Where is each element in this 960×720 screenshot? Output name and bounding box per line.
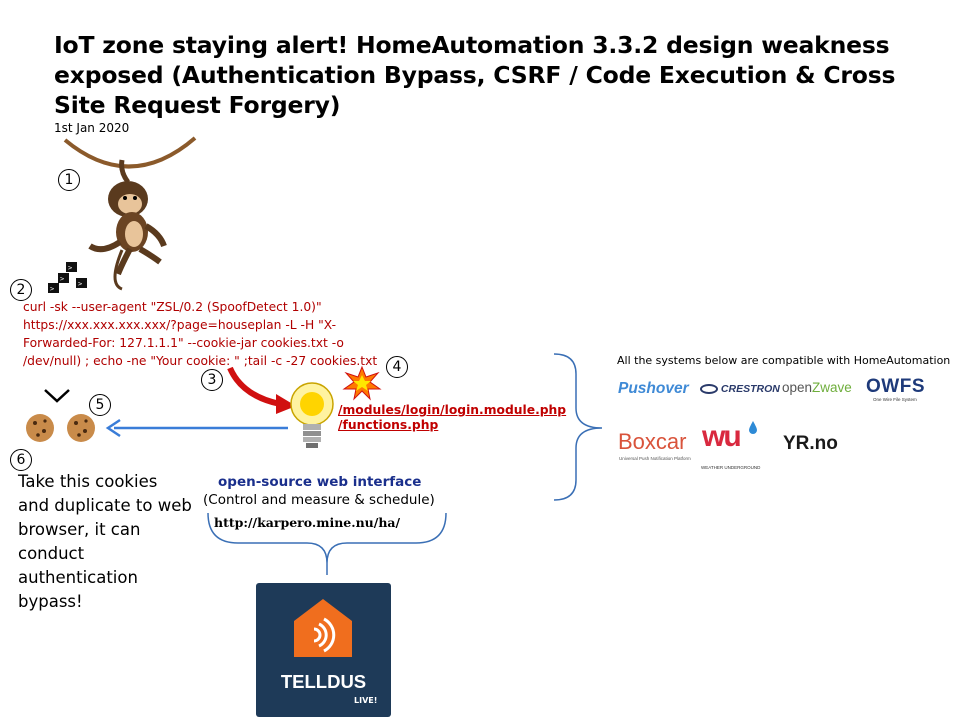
terminal-icons: > > > > <box>48 262 87 293</box>
raindrop-icon <box>749 421 757 434</box>
openzwave-logo: openZwave <box>782 380 852 395</box>
right-bracket <box>553 353 603 501</box>
svg-text:>: > <box>50 285 54 293</box>
telldus-sub: LIVE! <box>354 696 378 705</box>
lightbulb-icon <box>290 382 334 448</box>
crestron-logo-text: CRESTRON <box>720 383 780 395</box>
step-3-badge: 3 <box>201 369 223 391</box>
compatibility-heading: All the systems below are compatible wit… <box>617 354 951 367</box>
telldus-house-icon <box>294 599 352 657</box>
openzwave-open-text: open <box>782 380 813 395</box>
owfs-logo: OWFS <box>866 376 925 397</box>
exploit-paths: /modules/login/login.module.php /functio… <box>338 403 566 433</box>
cookies-icon <box>26 414 95 442</box>
web-interface-label: open-source web interface <box>218 474 422 490</box>
telldus-name: TELLDUS <box>280 671 367 692</box>
web-interface-url: http://karpero.mine.nu/ha/ <box>214 515 401 530</box>
page-title: IoT zone staying alert! HomeAutomation 3… <box>54 31 896 119</box>
blue-arrow-icon <box>105 418 288 438</box>
chevron-down-icon <box>44 389 70 403</box>
openzwave-wave-text: wave <box>820 380 852 395</box>
svg-text:>: > <box>68 264 72 272</box>
login-module-path: /modules/login/login.module.php <box>338 403 567 417</box>
yrno-logo: YR.no <box>783 433 838 454</box>
publish-date: 1st Jan 2020 <box>54 121 130 135</box>
svg-text:>: > <box>78 280 82 288</box>
step-4-badge: 4 <box>386 356 408 378</box>
openzwave-z-text: Z <box>812 380 821 395</box>
crestron-logo: CRESTRON <box>700 383 780 395</box>
web-interface-description: (Control and measure & schedule) <box>203 492 435 508</box>
telldus-logo: TELLDUS LIVE! <box>256 583 391 717</box>
step-6-badge: 6 <box>10 449 32 471</box>
red-arrow-icon <box>227 366 296 414</box>
owfs-subtitle: One Wire File System <box>873 397 917 402</box>
crestron-swoosh-icon <box>700 384 718 395</box>
bottom-bracket <box>207 512 447 575</box>
wunderground-logo: wu <box>702 420 742 453</box>
step-1-badge: 1 <box>58 169 80 191</box>
bypass-instruction: Take this cookies and duplicate to web b… <box>18 472 192 611</box>
boxcar-logo: Boxcar <box>618 429 687 454</box>
pushover-logo: Pushover <box>618 380 689 397</box>
functions-path: /functions.php <box>338 418 439 432</box>
curl-command: curl -sk --user-agent "ZSL/0.2 (SpoofDet… <box>23 300 378 368</box>
monkey-illustration <box>63 136 197 291</box>
explosion-icon <box>342 365 382 401</box>
boxcar-subtitle: Universal Push Notification Platform <box>619 456 691 461</box>
step-2-badge: 2 <box>10 279 32 301</box>
step-5-badge: 5 <box>89 394 111 416</box>
wunderground-subtitle: WEATHER UNDERGROUND <box>701 465 761 470</box>
svg-text:>: > <box>60 275 64 283</box>
